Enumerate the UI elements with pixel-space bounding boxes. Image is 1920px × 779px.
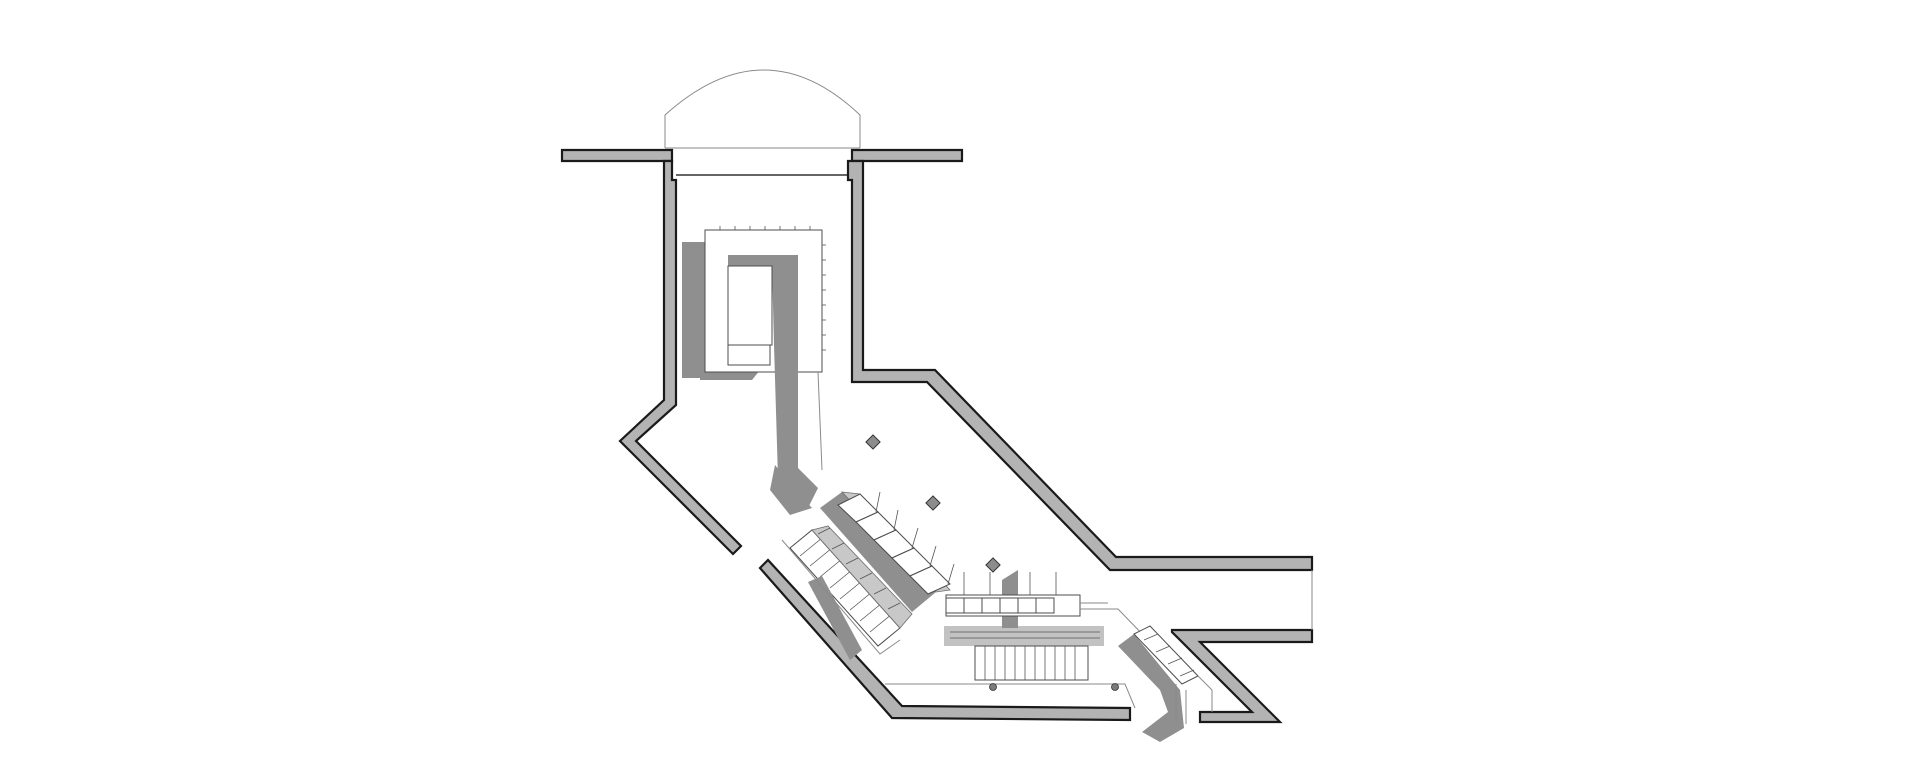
upper-platform [682, 226, 826, 515]
entrance-canopy [664, 69, 861, 176]
post [1111, 683, 1119, 691]
wall-left [618, 159, 743, 556]
column [865, 434, 881, 450]
wall-top-left [560, 148, 674, 163]
column [985, 557, 1001, 573]
columns [865, 434, 1001, 573]
wall-lower-right [1170, 628, 1314, 724]
diagonal-stairs [781, 491, 955, 660]
right-stair [1118, 625, 1213, 742]
column [925, 495, 941, 511]
outer-walls [560, 148, 1314, 724]
horizontal-bridge [945, 570, 1149, 641]
wall-bottom [758, 558, 1132, 722]
wall-right [846, 159, 1314, 572]
lower-stairs [885, 626, 1136, 709]
wall-top-right [850, 148, 964, 163]
post [989, 683, 997, 691]
